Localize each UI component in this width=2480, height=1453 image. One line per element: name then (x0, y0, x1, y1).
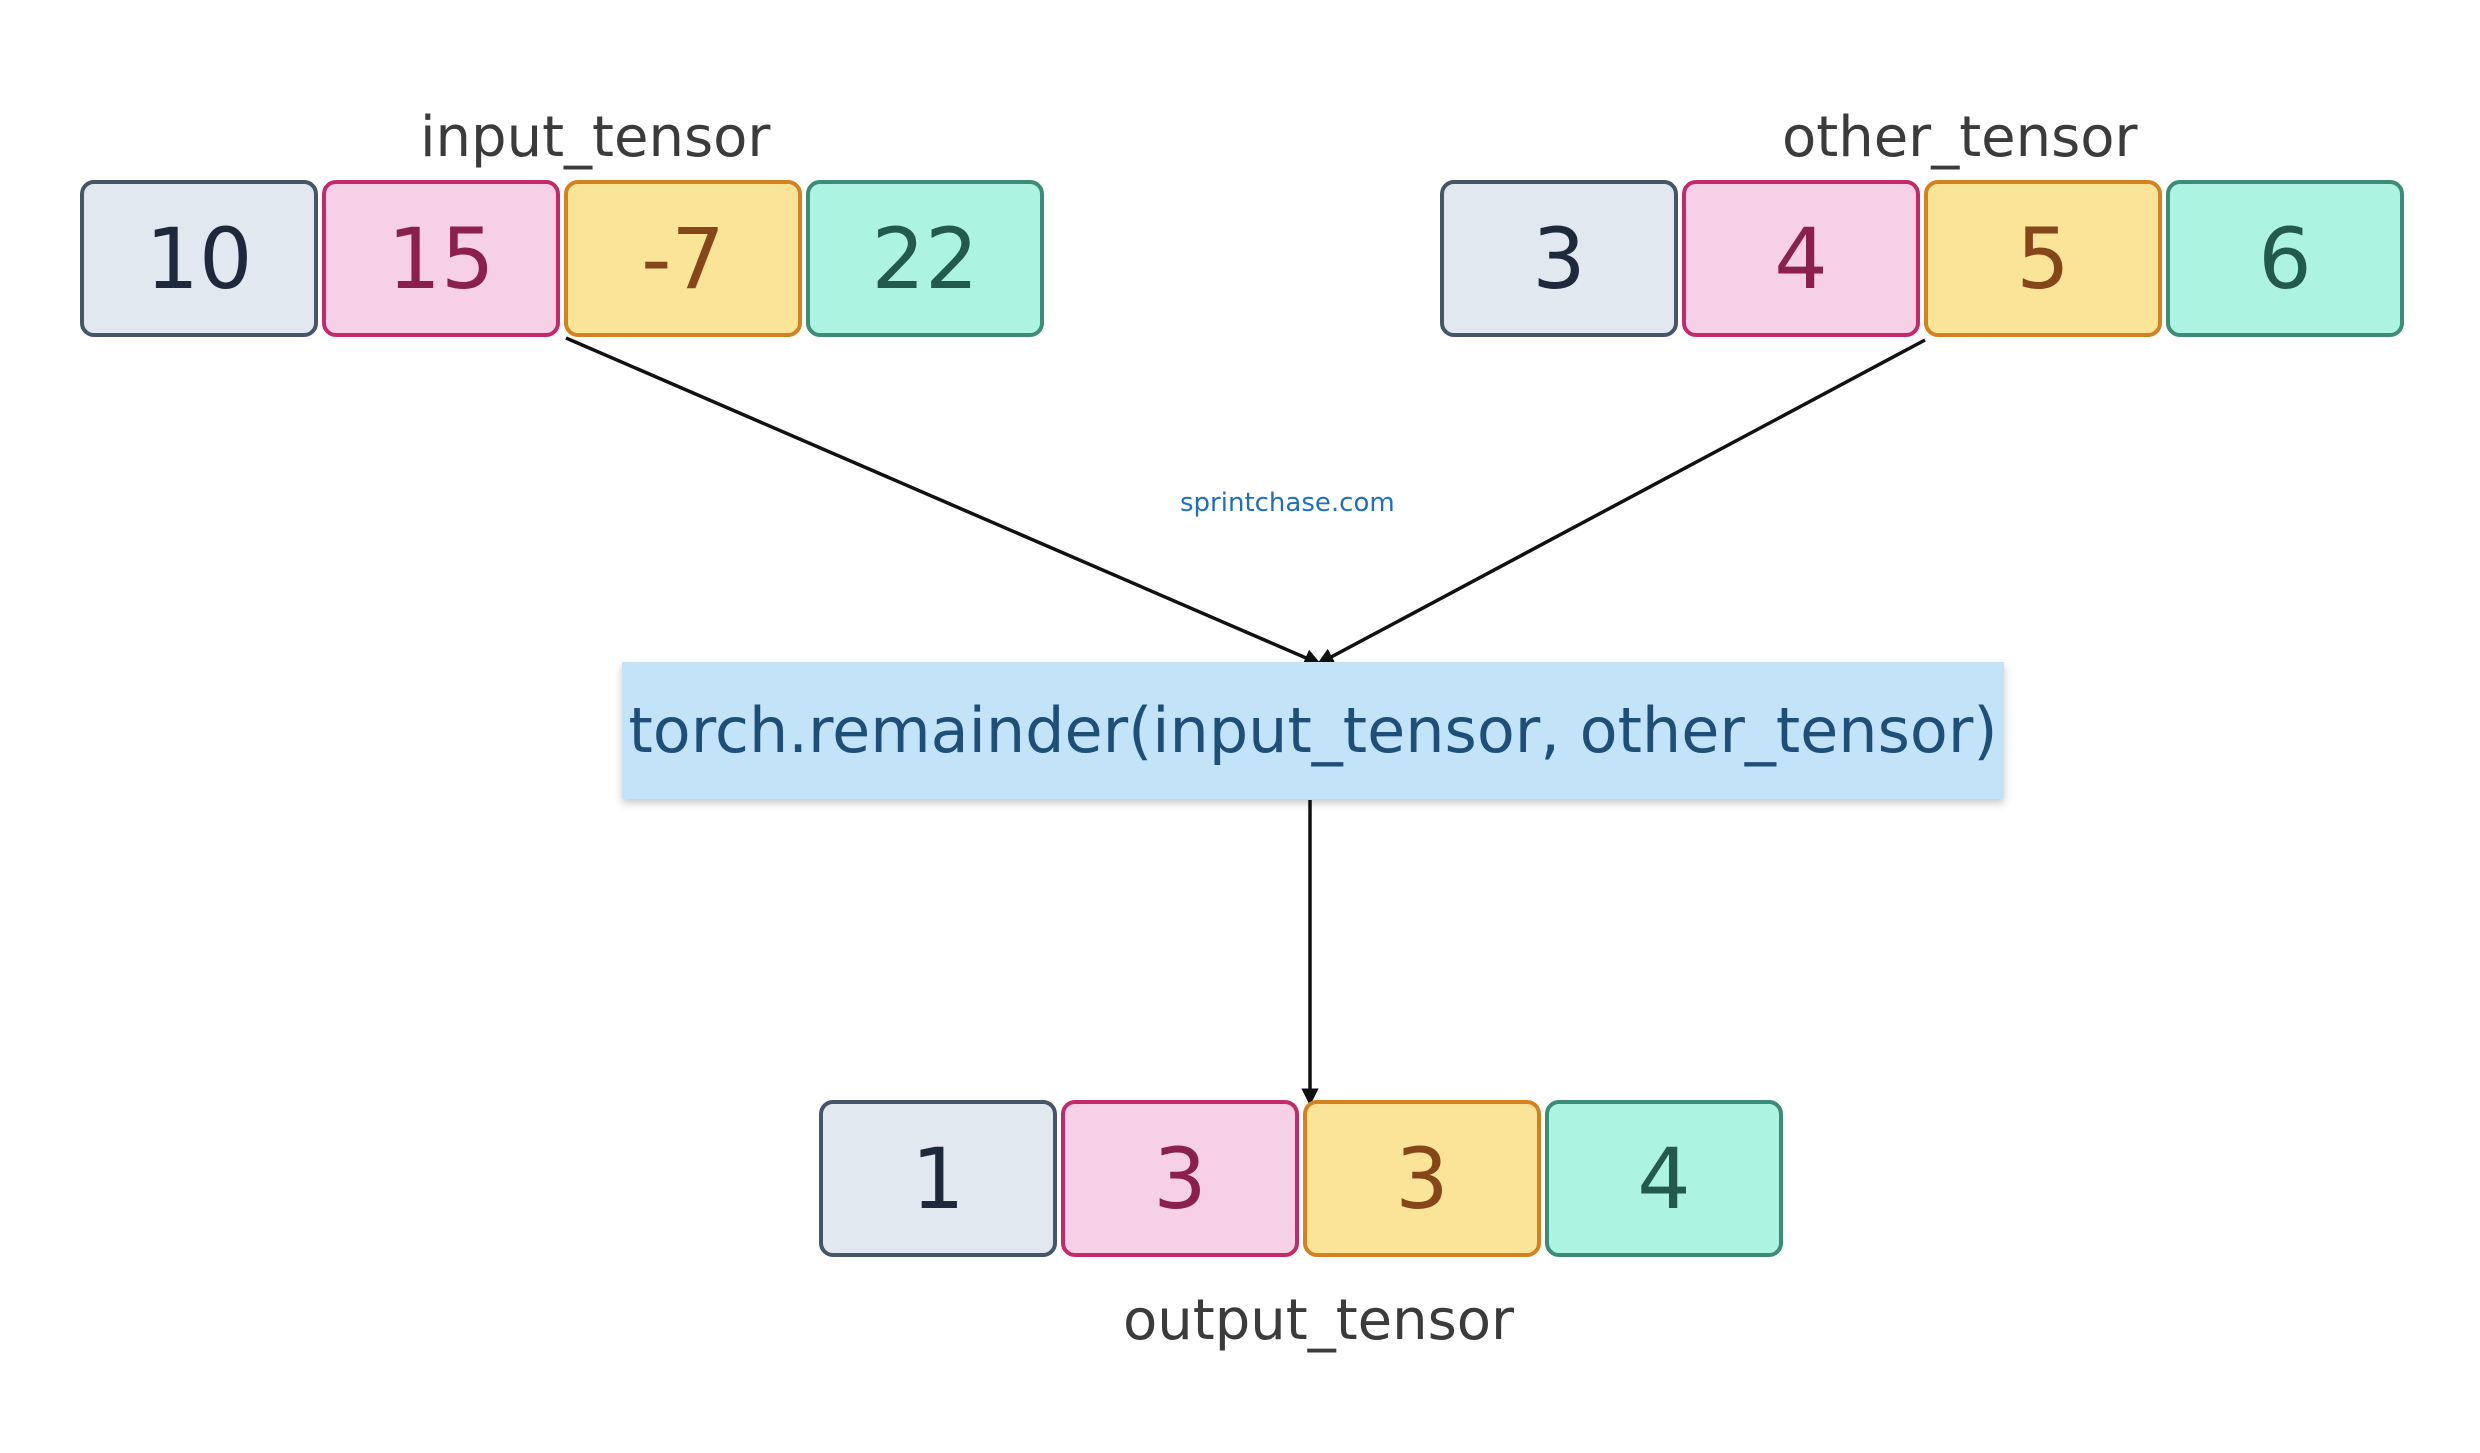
input-cell-1: 15 (322, 180, 560, 337)
other-cell-3: 6 (2166, 180, 2404, 337)
other-tensor: 3 4 5 6 (1440, 180, 2404, 341)
other-cell-0: 3 (1440, 180, 1678, 337)
output-tensor: 1 3 3 4 (819, 1100, 1783, 1261)
output-cell-2: 3 (1303, 1100, 1541, 1257)
arrow-input-to-function (565, 336, 1322, 666)
function-box: torch.remainder(input_tensor, other_tens… (622, 662, 2004, 799)
other-cell-2: 5 (1924, 180, 2162, 337)
output-cell-0: 1 (819, 1100, 1057, 1257)
function-text: torch.remainder(input_tensor, other_tens… (628, 694, 1998, 767)
output-tensor-label: output_tensor (1123, 1288, 1515, 1353)
other-tensor-label: other_tensor (1782, 105, 2138, 170)
input-cell-0: 10 (80, 180, 318, 337)
watermark: sprintchase.com (1180, 488, 1395, 518)
output-cell-1: 3 (1061, 1100, 1299, 1257)
other-cell-1: 4 (1682, 180, 1920, 337)
arrow-other-to-function (1316, 338, 1926, 666)
input-cell-3: 22 (806, 180, 1044, 337)
input-tensor: 10 15 -7 22 (80, 180, 1044, 341)
input-tensor-label: input_tensor (420, 105, 771, 170)
input-cell-2: -7 (564, 180, 802, 337)
output-cell-3: 4 (1545, 1100, 1783, 1257)
